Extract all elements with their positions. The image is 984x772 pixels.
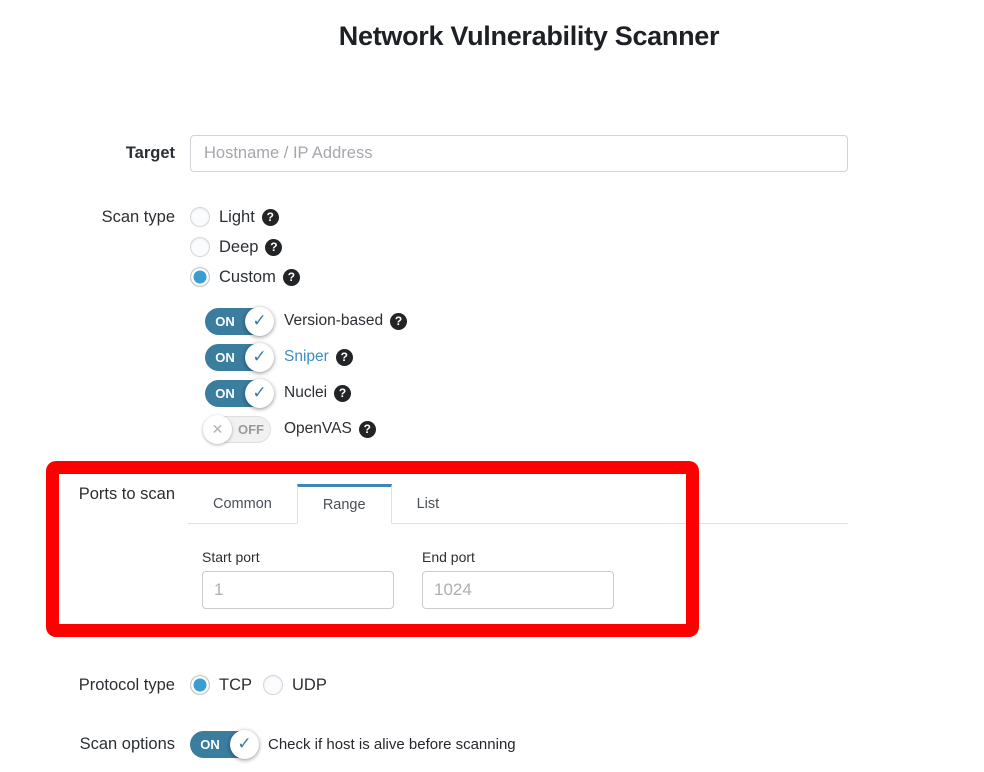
toggle-label: Nuclei <box>284 384 328 401</box>
help-icon[interactable]: ? <box>261 208 279 226</box>
host-alive-toggle[interactable]: ON ✓ <box>190 729 259 759</box>
help-icon[interactable]: ? <box>265 238 283 256</box>
toggle-state-label: ON <box>215 313 235 329</box>
radio-option-label: Light <box>219 207 255 226</box>
protocol-options: TCP UDP <box>190 669 327 701</box>
end-port-field-group: End port <box>422 549 614 609</box>
radio-option-light[interactable]: Light ? <box>190 202 300 232</box>
toggle-row-version-based: ON ✓ Version-based ? <box>205 303 408 339</box>
toggle-state-label: ON <box>215 349 235 365</box>
check-icon: ✓ <box>245 342 274 372</box>
scan-type-block: Scan type Light ? Deep ? Custom ? <box>0 202 300 292</box>
help-icon[interactable]: ? <box>390 312 408 330</box>
scan-type-label: Scan type <box>101 208 175 226</box>
toggle-state-label: OFF <box>238 421 264 437</box>
tab-list[interactable]: List <box>416 495 440 512</box>
check-icon: ✓ <box>245 306 274 336</box>
radio-deep-icon[interactable] <box>190 237 210 257</box>
custom-toggles: ON ✓ Version-based ? ON ✓ Sniper ? ON ✓ … <box>203 303 408 447</box>
radio-option-label: Custom <box>219 267 276 286</box>
radio-option-tcp[interactable]: TCP <box>190 669 252 701</box>
end-port-input[interactable] <box>422 571 614 609</box>
scan-options-description: Check if host is alive before scanning <box>268 735 516 753</box>
start-port-label: Start port <box>202 549 260 565</box>
check-icon: ✓ <box>245 378 274 408</box>
radio-option-label: UDP <box>292 675 327 694</box>
cross-icon: ✕ <box>203 414 232 444</box>
toggle-state-label: ON <box>215 385 235 401</box>
ports-to-scan-label: Ports to scan <box>78 485 175 503</box>
radio-option-deep[interactable]: Deep ? <box>190 232 300 262</box>
toggle-row-sniper: ON ✓ Sniper ? <box>205 339 407 375</box>
help-icon[interactable]: ? <box>282 268 300 286</box>
protocol-type-label: Protocol type <box>78 675 175 694</box>
radio-tcp-icon[interactable] <box>190 675 210 695</box>
scan-type-options: Light ? Deep ? Custom ? <box>190 202 300 292</box>
radio-option-label: Deep <box>219 237 259 256</box>
radio-udp-icon[interactable] <box>263 675 283 695</box>
scan-options-label: Scan options <box>79 734 175 753</box>
radio-custom-icon[interactable] <box>190 267 210 287</box>
target-input[interactable] <box>190 135 848 172</box>
nuclei-toggle[interactable]: ON ✓ <box>205 378 274 408</box>
scan-options-row: Scan options ON ✓ Check if host is alive… <box>0 728 516 760</box>
toggle-label: OpenVAS <box>284 420 352 437</box>
protocol-type-row: Protocol type TCP UDP <box>0 669 327 701</box>
toggle-label-sniper-link[interactable]: Sniper <box>284 348 329 365</box>
radio-light-icon[interactable] <box>190 207 210 227</box>
help-icon[interactable]: ? <box>334 384 352 402</box>
help-icon[interactable]: ? <box>335 348 353 366</box>
tab-common[interactable]: Common <box>213 495 272 512</box>
toggle-label: Version-based <box>284 312 384 329</box>
start-port-input[interactable] <box>202 571 394 609</box>
radio-option-udp[interactable]: UDP <box>263 669 327 701</box>
target-label: Target <box>125 144 175 162</box>
radio-option-custom[interactable]: Custom ? <box>190 262 300 292</box>
range-tab-panel: Start port End port <box>202 549 614 609</box>
version-based-toggle[interactable]: ON ✓ <box>205 306 274 336</box>
start-port-field-group: Start port <box>202 549 394 609</box>
toggle-row-nuclei: ON ✓ Nuclei ? <box>205 375 407 411</box>
help-icon[interactable]: ? <box>358 420 376 438</box>
toggle-state-label: ON <box>200 736 220 752</box>
radio-option-label: TCP <box>219 675 252 694</box>
page-title: Network Vulnerability Scanner <box>338 21 720 51</box>
check-icon: ✓ <box>230 729 259 759</box>
target-row: Target <box>0 135 848 172</box>
toggle-row-openvas: ✕ OFF OpenVAS ? <box>203 411 407 447</box>
openvas-toggle[interactable]: ✕ OFF <box>203 414 271 444</box>
end-port-label: End port <box>422 549 475 565</box>
sniper-toggle[interactable]: ON ✓ <box>205 342 274 372</box>
tab-range[interactable]: Range <box>296 484 392 524</box>
ports-tab-bar: Common Range List <box>188 484 848 524</box>
